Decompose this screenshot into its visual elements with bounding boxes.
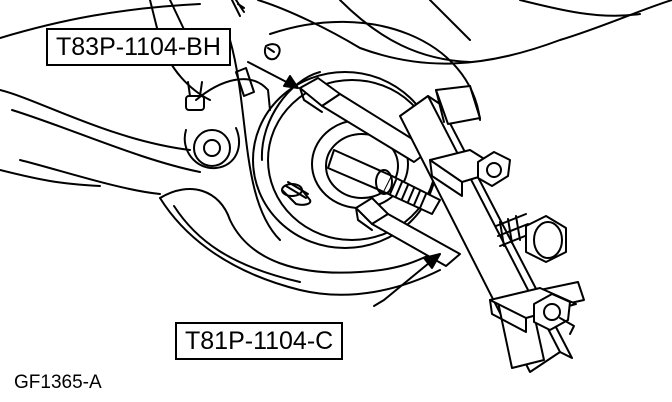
- hex-nut-upper: [477, 151, 511, 187]
- callout-label-upper-tool: T83P-1104-BH: [46, 28, 231, 66]
- callout-label-lower-tool: T81P-1104-C: [175, 322, 344, 360]
- figure-id-label: GF1365-A: [14, 372, 102, 393]
- puller-jaw-lower: [355, 197, 461, 267]
- center-bolt: [495, 213, 567, 263]
- leader-arrow-upper: [247, 61, 299, 89]
- wheel-stud: [281, 181, 312, 206]
- brake-shield: [159, 20, 481, 296]
- puller-jaw-upper: [299, 77, 431, 163]
- leader-arrow-lower: [373, 253, 441, 307]
- hex-nut-lower: [533, 293, 575, 335]
- forcing-screw: [327, 149, 441, 215]
- knuckle-arm: [183, 43, 281, 170]
